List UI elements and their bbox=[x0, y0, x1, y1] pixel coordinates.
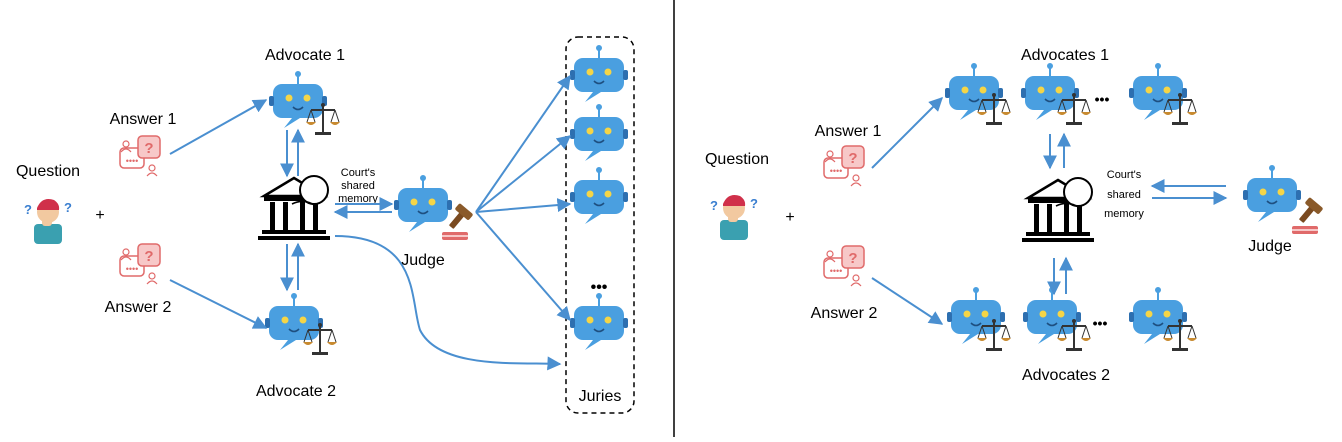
right-arrow-answer2-advocates2 bbox=[871, 277, 944, 325]
left-advocate2-label: Advocate 2 bbox=[256, 383, 336, 400]
arrow-answer1-advocate1 bbox=[169, 99, 268, 155]
left-plus: + bbox=[95, 207, 104, 224]
right-plus: + bbox=[785, 209, 794, 226]
right-answer1-label: Answer 1 bbox=[815, 123, 882, 140]
jury-robot-icon-1 bbox=[569, 44, 629, 103]
left-judge-robot-icon bbox=[393, 174, 453, 233]
left-memory-line3: memory bbox=[338, 193, 378, 205]
arrow-judge-jury4 bbox=[475, 211, 571, 322]
advocate2-robot-icon bbox=[264, 292, 324, 351]
jury-robot-icon-4 bbox=[569, 292, 629, 351]
answer1-icon bbox=[119, 135, 161, 177]
right-court-icon bbox=[1020, 176, 1096, 244]
question-person-icon bbox=[24, 199, 73, 244]
arrow-court-juries bbox=[334, 235, 562, 371]
left-judge-label: Judge bbox=[401, 252, 445, 269]
right-advocates2-label: Advocates 2 bbox=[1022, 367, 1110, 384]
right-memory-line2: shared bbox=[1107, 189, 1141, 201]
right-advocate2a-robot-icon bbox=[946, 286, 1006, 345]
jury-robot-icon-2 bbox=[569, 103, 629, 162]
jury-ellipsis: ••• bbox=[591, 279, 608, 296]
right-advocates1-label: Advocates 1 bbox=[1021, 47, 1109, 64]
right-memory-line1: Court's bbox=[1107, 169, 1142, 181]
right-memory-line3: memory bbox=[1104, 208, 1144, 220]
left-panel: Question + Answer 1 Answer 2 Advocate 1 … bbox=[16, 36, 635, 414]
right-ellipsis-bottom: ••• bbox=[1093, 315, 1108, 331]
answer2-icon bbox=[119, 243, 161, 285]
right-arrow-answer1-advocates1 bbox=[871, 97, 943, 169]
arrow-judge-jury3 bbox=[475, 198, 572, 213]
right-judge-label: Judge bbox=[1248, 238, 1292, 255]
juries-box bbox=[565, 36, 635, 414]
right-answer1-icon bbox=[823, 145, 865, 187]
left-advocate1-label: Advocate 1 bbox=[265, 47, 345, 64]
advocate1-robot-icon bbox=[268, 70, 328, 129]
right-question-label: Question bbox=[705, 151, 769, 168]
left-court-icon bbox=[256, 174, 332, 242]
right-question-person-icon bbox=[710, 195, 759, 240]
right-advocate1c-robot-icon bbox=[1128, 62, 1188, 121]
arrow-judge-jury1 bbox=[475, 74, 571, 213]
right-advocate2c-robot-icon bbox=[1128, 286, 1188, 345]
juries-label: Juries bbox=[579, 388, 622, 405]
right-ellipsis-top: ••• bbox=[1095, 91, 1110, 107]
right-answer2-label: Answer 2 bbox=[811, 305, 878, 322]
left-answer1-label: Answer 1 bbox=[110, 111, 177, 128]
jury-robot-icon-3 bbox=[569, 166, 629, 225]
arrow-answer2-advocate2 bbox=[169, 279, 268, 329]
left-memory-line1: Court's bbox=[341, 167, 376, 179]
left-memory-line2: shared bbox=[341, 180, 375, 192]
right-judge-robot-icon bbox=[1242, 164, 1302, 223]
arrow-judge-jury2 bbox=[475, 135, 572, 213]
left-answer2-label: Answer 2 bbox=[105, 299, 172, 316]
left-question-label: Question bbox=[16, 163, 80, 180]
right-answer2-icon bbox=[823, 245, 865, 287]
right-advocate1b-robot-icon bbox=[1020, 62, 1080, 121]
right-panel: Question + Answer 1 Answer 2 Advocates 1… bbox=[705, 47, 1324, 384]
right-advocate2b-robot-icon bbox=[1022, 286, 1082, 345]
